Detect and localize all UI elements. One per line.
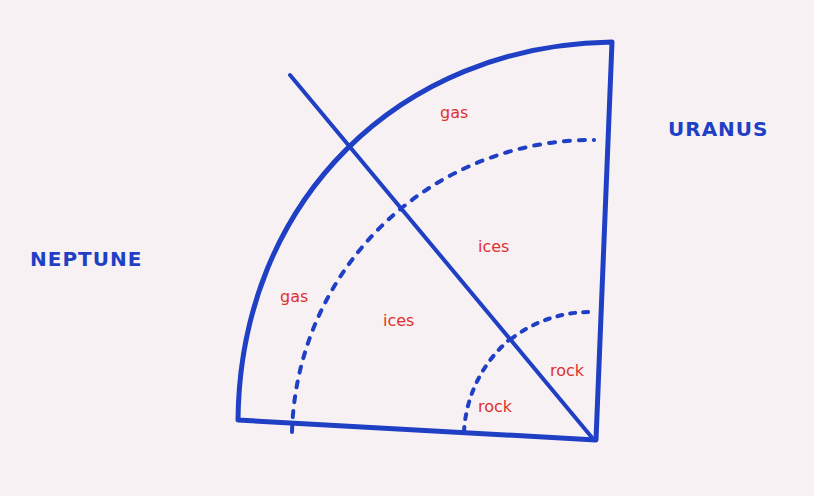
layer-label: ices: [383, 312, 414, 330]
rock-boundary: [464, 340, 509, 432]
divider-line: [290, 75, 594, 440]
gas-ice-boundary: [292, 140, 594, 432]
wedge-outline: [238, 42, 612, 440]
layer-label: ices: [478, 238, 509, 256]
layer-label: gas: [440, 104, 468, 122]
planet-label: URANUS: [668, 118, 769, 140]
layer-label: gas: [280, 288, 308, 306]
layer-label: rock: [550, 362, 584, 380]
planet-label: NEPTUNE: [30, 248, 142, 270]
layer-label: rock: [478, 398, 512, 416]
rock-boundary: [511, 312, 592, 339]
